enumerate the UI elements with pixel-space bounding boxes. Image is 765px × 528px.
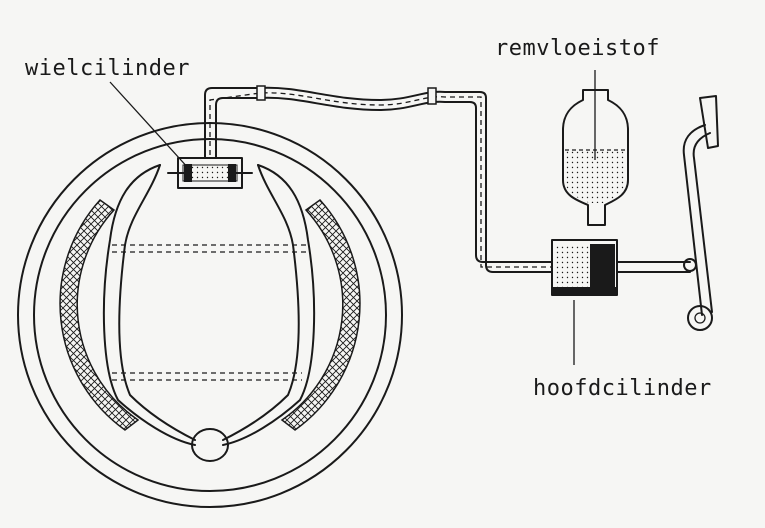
- brake-lining-right: [280, 199, 361, 431]
- label-wheel-cylinder: wielcilinder: [25, 56, 190, 81]
- return-spring-lower: [112, 372, 302, 381]
- anchor-pin: [191, 428, 229, 462]
- return-spring-upper: [112, 244, 306, 253]
- label-master-cylinder: hoofdcilinder: [533, 376, 712, 401]
- brake-shoe-right: [222, 164, 316, 446]
- brake-shoe-left: [102, 164, 196, 446]
- brake-pedal: [616, 95, 719, 331]
- brake-lining-left: [59, 199, 140, 431]
- leader-wheel-cylinder: [109, 81, 191, 171]
- master-cylinder: [551, 239, 618, 365]
- brake-line: [204, 85, 553, 273]
- wheel-cylinder: [167, 157, 253, 189]
- fluid-reservoir: [562, 70, 629, 226]
- label-brake-fluid: remvloeistof: [495, 36, 660, 61]
